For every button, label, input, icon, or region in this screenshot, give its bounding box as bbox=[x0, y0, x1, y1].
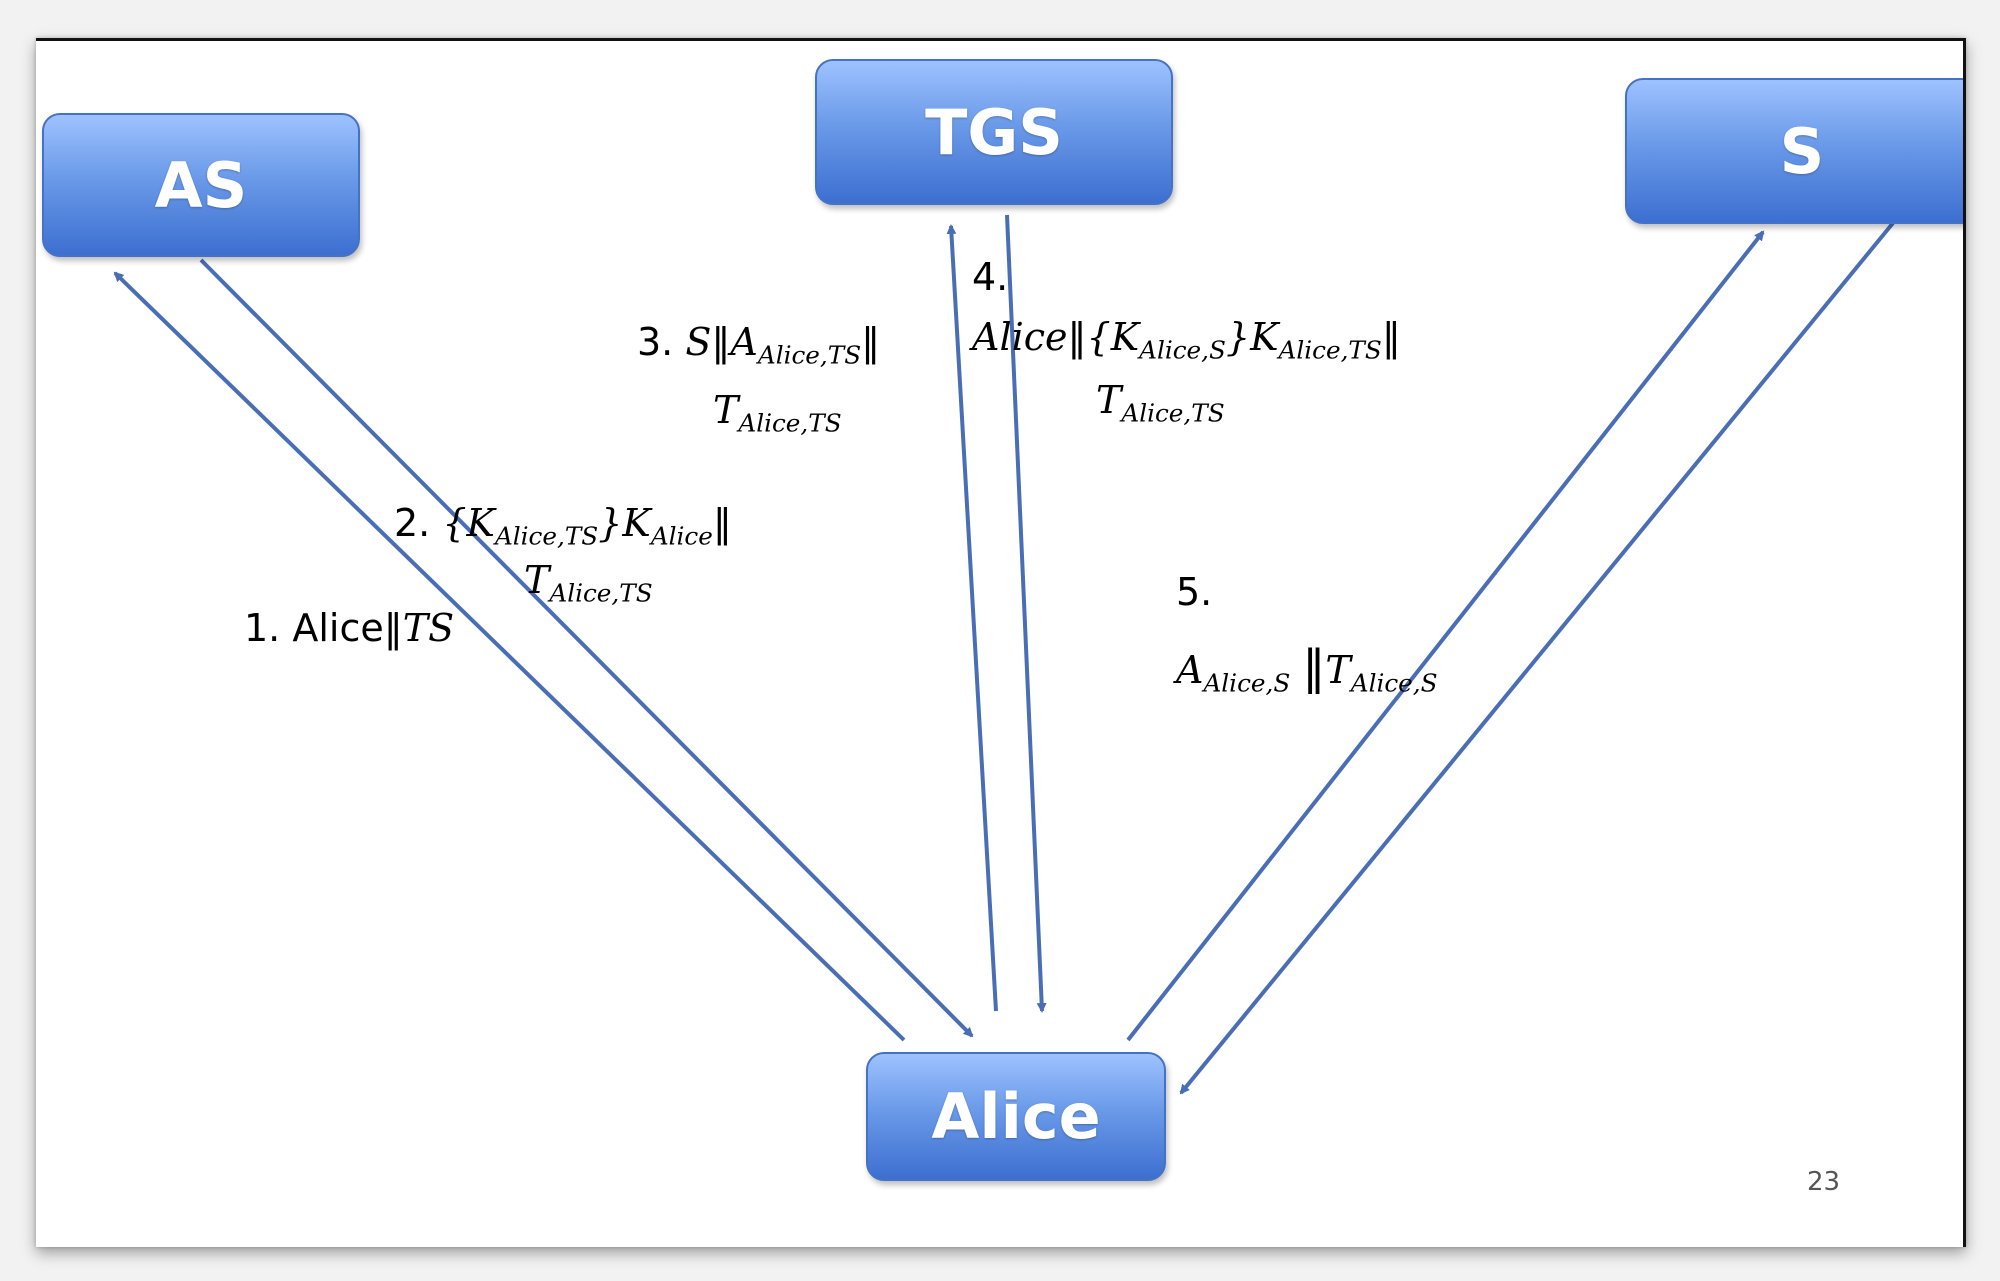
message-1-label: 1. Alice‖TS bbox=[244, 606, 455, 651]
message-5-authenticator: A bbox=[1176, 648, 1204, 692]
message-4-label-line2: TAlice,TS bbox=[1096, 378, 1225, 428]
as-node: AS bbox=[42, 113, 360, 257]
arrow-tgs-to-alice bbox=[1005, 214, 1047, 1013]
message-3-separator-2: ‖ bbox=[861, 320, 881, 364]
message-5-separator: ‖ bbox=[1302, 640, 1326, 694]
message-3-authenticator: A bbox=[730, 320, 758, 364]
message-2-ticket-subscript: Alice,TS bbox=[549, 578, 653, 608]
message-2-close-brace: } bbox=[598, 501, 623, 545]
message-3-label-line1: 3. S‖AAlice,TS‖ bbox=[637, 320, 881, 370]
message-5-label: AAlice,S ‖TAlice,S bbox=[1176, 641, 1438, 698]
message-1-number: 1. bbox=[244, 606, 281, 650]
message-4-key2: K bbox=[1250, 315, 1279, 359]
message-3-number: 3. bbox=[637, 320, 674, 364]
tgs-node: TGS bbox=[815, 59, 1173, 205]
alice-node: Alice bbox=[866, 1052, 1166, 1181]
message-4-ticket-subscript: Alice,TS bbox=[1121, 398, 1225, 428]
message-2-label-line1: 2. {KAlice,TS}KAlice‖ bbox=[394, 501, 732, 551]
message-5-ticket-subscript: Alice,S bbox=[1350, 668, 1438, 698]
page-number: 23 bbox=[1807, 1167, 1841, 1197]
message-4-label-line1: Alice‖{KAlice,S}KAlice,TS‖ bbox=[972, 315, 1401, 365]
message-2-key2: K bbox=[622, 501, 651, 545]
arrow-as-to-alice bbox=[199, 258, 974, 1038]
message-1-separator: ‖ bbox=[383, 606, 403, 650]
message-1-text: Alice bbox=[292, 606, 384, 650]
message-3-ticket: T bbox=[713, 388, 739, 432]
message-4-number: 4. bbox=[972, 255, 1009, 299]
message-3-separator-1: ‖ bbox=[711, 320, 731, 364]
message-3-ticket-subscript: Alice,TS bbox=[738, 408, 842, 438]
arrow-alice-to-s bbox=[1126, 230, 1765, 1042]
message-5-authenticator-subscript: Alice,S bbox=[1203, 668, 1291, 698]
message-4-key2-subscript: Alice,TS bbox=[1278, 335, 1382, 365]
arrows-layer bbox=[113, 214, 1895, 1095]
message-5-number: 5. bbox=[1176, 570, 1213, 614]
message-4-open-brace: { bbox=[1086, 315, 1111, 359]
message-3-service: S bbox=[685, 320, 712, 364]
message-4-separator-2: ‖ bbox=[1381, 315, 1401, 359]
message-1-ts: TS bbox=[402, 606, 455, 650]
message-2-ticket: T bbox=[524, 558, 550, 602]
message-2-key: K bbox=[466, 501, 495, 545]
message-4-close-brace: } bbox=[1225, 315, 1251, 359]
message-2-number: 2. bbox=[394, 501, 431, 545]
message-3-authenticator-subscript: Alice,TS bbox=[757, 340, 862, 370]
s-node: S bbox=[1625, 78, 1963, 224]
arrow-alice-to-tgs bbox=[946, 224, 998, 1012]
message-2-label-line2: TAlice,TS bbox=[524, 558, 653, 608]
message-2-separator: ‖ bbox=[712, 501, 732, 545]
message-4-key: K bbox=[1110, 315, 1140, 359]
message-4-ticket: T bbox=[1096, 378, 1122, 422]
message-2-key-subscript: Alice,TS bbox=[494, 521, 599, 551]
message-4-separator-1: ‖ bbox=[1067, 315, 1087, 359]
message-2-key2-subscript: Alice bbox=[650, 521, 713, 551]
arrow-alice-to-as bbox=[113, 271, 906, 1042]
message-4-key-subscript: Alice,S bbox=[1139, 335, 1226, 365]
arrow-s-to-alice bbox=[1179, 221, 1895, 1095]
message-3-label-line2: TAlice,TS bbox=[713, 388, 842, 438]
message-4-alice: Alice bbox=[972, 315, 1068, 359]
message-2-open-brace: { bbox=[442, 501, 467, 545]
slide: AS TGS S Alice 1. Alice‖TS 2. {KAlice,TS… bbox=[36, 38, 1966, 1247]
message-5-ticket: T bbox=[1325, 648, 1351, 692]
